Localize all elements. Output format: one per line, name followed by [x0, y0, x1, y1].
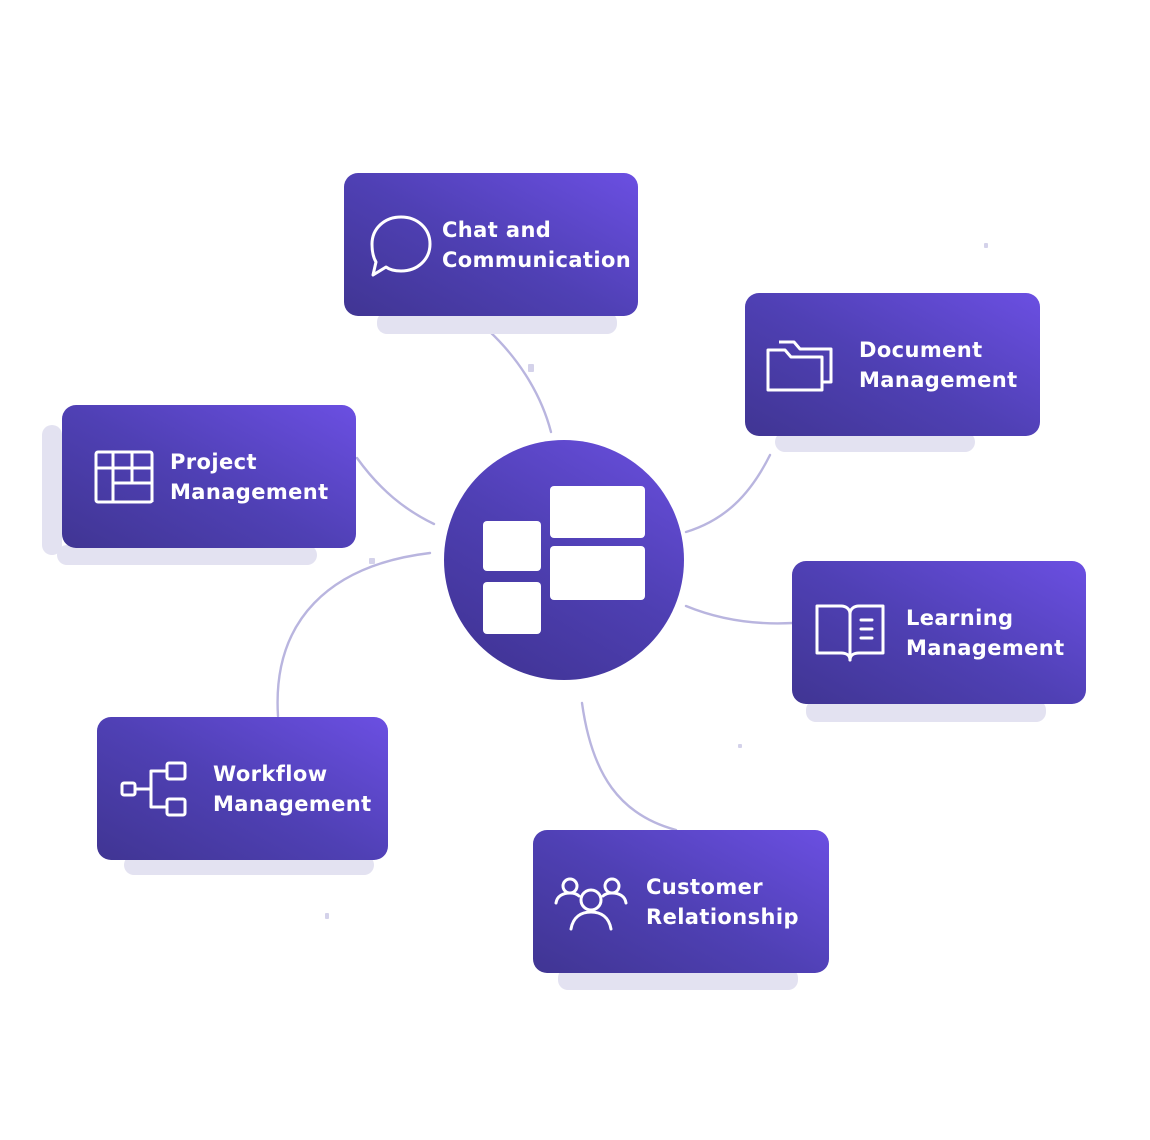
node-label: Document Management [859, 337, 1018, 392]
node-project-management[interactable]: Project Management [62, 405, 356, 548]
card-shadow [124, 855, 374, 875]
kanban-board-icon [92, 449, 156, 505]
connector-project [355, 456, 436, 526]
card-shadow [377, 312, 617, 334]
chat-bubble-icon [368, 212, 434, 278]
node-chat-communication[interactable]: Chat and Communication [344, 173, 638, 316]
users-group-icon [553, 873, 629, 931]
node-label: Workflow Management [213, 761, 372, 816]
connector-chat [486, 328, 553, 434]
open-book-icon [814, 602, 886, 664]
card-shadow [775, 432, 975, 452]
connector-learning [684, 604, 795, 625]
decorative-speck [325, 913, 329, 919]
decorative-speck [738, 744, 742, 748]
hub-block [550, 486, 645, 538]
node-label: Customer Relationship [646, 874, 799, 929]
hub-block [550, 546, 645, 600]
node-learning-management[interactable]: Learning Management [792, 561, 1086, 704]
hub-block [483, 521, 541, 571]
flow-tree-icon [119, 759, 189, 819]
hub-circle[interactable] [444, 440, 684, 680]
connector-document [684, 453, 772, 534]
card-shadow [806, 700, 1046, 722]
node-label: Project Management [170, 449, 329, 504]
connector-customer [580, 701, 678, 832]
decorative-speck [528, 364, 534, 372]
hub-block [483, 582, 541, 634]
decorative-speck [984, 243, 988, 248]
decorative-speck [369, 558, 375, 564]
node-document-management[interactable]: Document Management [745, 293, 1040, 436]
node-label: Chat and Communication [442, 217, 632, 272]
card-shadow [57, 545, 317, 565]
node-workflow-management[interactable]: Workflow Management [97, 717, 388, 860]
card-shadow [42, 425, 62, 555]
connector-workflow [276, 551, 432, 718]
node-customer-relationship[interactable]: Customer Relationship [533, 830, 829, 973]
node-label: Learning Management [906, 605, 1065, 660]
card-shadow [558, 968, 798, 990]
folder-icon [765, 336, 837, 394]
